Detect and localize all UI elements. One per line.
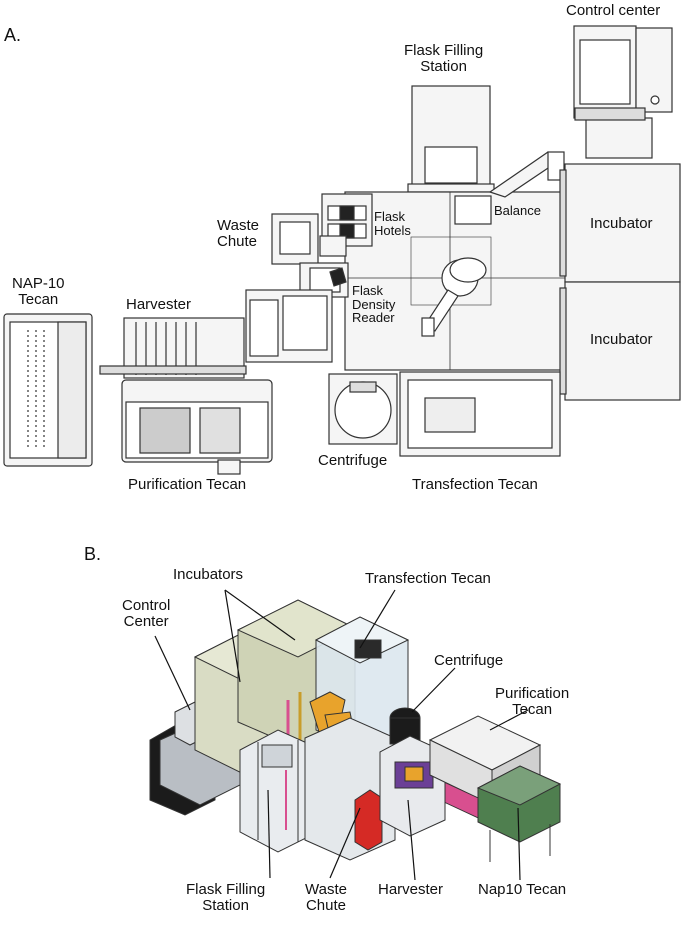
flask-density-reader	[299, 262, 349, 298]
label-flask-hotels: Flask Hotels	[374, 209, 411, 238]
label-waste-chute-b: Waste Chute	[305, 881, 347, 914]
label-balance: Balance	[494, 203, 541, 218]
label-flask-filling-station: Flask Filling Station	[404, 42, 484, 75]
panel-a-letter: A.	[4, 25, 22, 45]
label-transfection-tecan: Transfection Tecan	[412, 476, 538, 493]
nap10-tecan-3d	[476, 765, 562, 862]
nap10-tecan-top	[3, 313, 93, 467]
harvester-3d	[379, 735, 446, 837]
panel-b-drawing	[149, 589, 562, 881]
label-incubator-top: Incubator	[590, 215, 653, 232]
label-waste-chute: Waste Chute	[217, 217, 259, 250]
label-control-center: Control center	[566, 2, 661, 19]
label-incubators: Incubators	[173, 566, 244, 583]
purification-tecan-top	[121, 379, 273, 475]
incubator-top	[559, 163, 681, 283]
label-control-center-b: Control Center	[122, 597, 171, 630]
label-harvester: Harvester	[126, 296, 192, 313]
control-center-unit	[573, 25, 673, 159]
incubator-bottom	[559, 281, 681, 401]
leader-lines	[154, 589, 529, 881]
label-purification-tecan: Purification Tecan	[128, 476, 247, 493]
robot-deck	[344, 151, 568, 371]
transfection-tecan-top	[399, 371, 561, 457]
main-enclosure-3d	[304, 717, 396, 861]
label-centrifuge: Centrifuge	[318, 452, 388, 469]
flask-filling-station	[407, 85, 495, 193]
label-incubator-bottom: Incubator	[590, 331, 653, 348]
panel-a-drawing	[3, 25, 681, 475]
label-purification-tecan-b: Purification Tecan	[495, 685, 570, 718]
waste-chute-top	[271, 213, 347, 265]
centrifuge-top	[328, 373, 398, 445]
label-centrifuge-b: Centrifuge	[434, 652, 504, 669]
label-nap10-tecan-b: Nap10 Tecan	[478, 881, 567, 898]
flask-filling-3d	[239, 729, 319, 853]
harvester-top	[99, 289, 333, 379]
label-flask-filling-station-b: Flask Filling Station	[186, 881, 266, 914]
label-transfection-tecan-b: Transfection Tecan	[365, 570, 491, 587]
label-nap10-tecan: NAP-10 Tecan	[12, 275, 65, 308]
label-harvester-b: Harvester	[378, 881, 444, 898]
label-flask-density-reader: Flask Density Reader	[352, 283, 396, 326]
panel-b-letter: B.	[84, 544, 102, 564]
robot-arm-top	[421, 257, 487, 337]
